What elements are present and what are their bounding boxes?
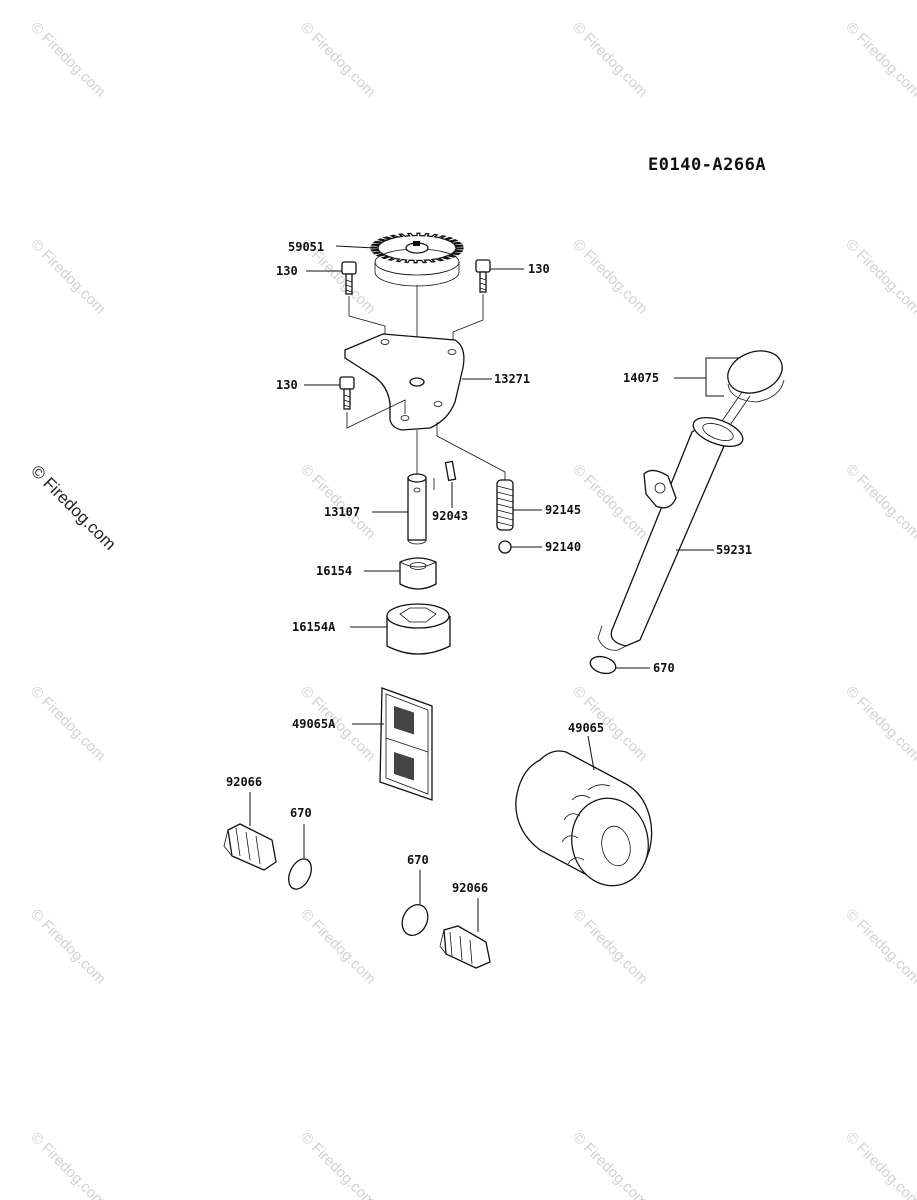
label-49065A: 49065A [292,717,336,731]
label-59231: 59231 [716,543,752,557]
watermark: © Firedog.com [569,906,651,988]
diagram-code: E0140-A266A [648,155,766,175]
watermark: © Firedog.com [842,1129,917,1200]
label-130-left-top: 130 [276,264,298,278]
pin-part [433,460,457,490]
label-670-left: 670 [290,806,312,820]
oring-part [589,655,617,675]
guide-line [436,422,506,480]
label-92066-center: 92066 [452,881,488,895]
watermark-main: © Firedog.com [27,461,119,553]
label-92140: 92140 [545,540,581,554]
watermark: © Firedog.com [842,236,917,318]
label-92145: 92145 [545,503,581,517]
label-92043: 92043 [432,509,468,523]
watermark: © Firedog.com [297,1129,379,1200]
label-13271: 13271 [494,372,530,386]
label-130-right-top: 130 [528,262,550,276]
watermark: © Firedog.com [569,461,651,543]
label-16154A: 16154A [292,620,336,634]
outer-rotor-part [386,603,451,655]
watermark: © Firedog.com [297,19,379,101]
cap-gauge-part [719,350,785,429]
watermark: © Firedog.com [27,906,109,988]
filter-screen-part [379,687,433,801]
label-670-tube: 670 [653,661,675,675]
drain-plug-part [223,823,277,871]
watermark: © Firedog.com [842,461,917,543]
leader-line [587,735,595,771]
bolt-part [475,259,491,293]
bolt-part [339,376,355,410]
watermark: © Firedog.com [27,1129,109,1200]
label-13107: 13107 [324,505,360,519]
bolt-part [341,261,357,295]
gear-part [370,232,464,287]
label-49065: 49065 [568,721,604,735]
watermark: © Firedog.com [569,236,651,318]
watermark-layer: © Firedog.com © Firedog.com © Firedog.co… [27,19,917,1200]
oring-part [288,858,312,890]
guide-line [452,294,484,348]
cover-plate [344,333,465,431]
guide-line [348,296,386,338]
watermark: © Firedog.com [297,461,379,543]
oring-part [401,903,429,937]
watermark: © Firedog.com [842,906,917,988]
watermark: © Firedog.com [569,1129,651,1200]
label-670-center: 670 [407,853,429,867]
guide-line [346,399,406,429]
drain-plug-part [439,925,491,969]
label-14075: 14075 [623,371,659,385]
label-92066-left: 92066 [226,775,262,789]
leader-line [674,357,740,379]
watermark: © Firedog.com [569,19,651,101]
label-16154: 16154 [316,564,352,578]
filler-tube-part [597,416,744,651]
shaft-part [407,473,427,545]
label-130-left-mid: 130 [276,378,298,392]
spring-part [496,479,514,531]
watermark: © Firedog.com [842,19,917,101]
watermark: © Firedog.com [842,683,917,765]
oil-filter-part [515,750,653,887]
watermark: © Firedog.com [297,906,379,988]
inner-rotor-part [399,557,437,590]
label-59051: 59051 [288,240,324,254]
watermark: © Firedog.com [27,19,109,101]
watermark: © Firedog.com [27,236,109,318]
leader-line [335,245,376,249]
watermark: © Firedog.com [27,683,109,765]
ball-part [498,540,512,554]
leader-line [705,378,724,397]
